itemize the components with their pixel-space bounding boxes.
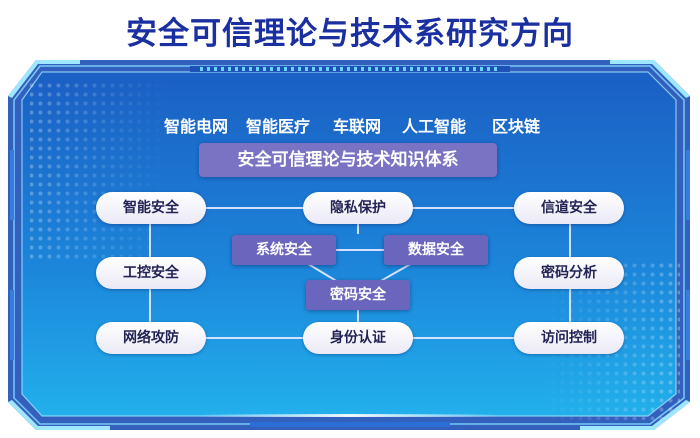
application-areas: 智能电网 智能医疗 车联网 人工智能 区块链 — [150, 113, 550, 137]
node-data-security: 数据安全 — [384, 235, 488, 265]
node-cryptographic-security: 密码安全 — [306, 280, 410, 310]
node-smart-security: 智能安全 — [96, 192, 206, 224]
application-item: 智能电网 — [164, 117, 229, 136]
node-channel-security: 信道安全 — [514, 192, 624, 224]
application-item: 智能医疗 — [246, 117, 311, 136]
node-privacy-protection: 隐私保护 — [303, 192, 413, 224]
application-item: 人工智能 — [402, 117, 467, 136]
node-network-attack-defense: 网络攻防 — [96, 322, 206, 354]
application-item: 区块链 — [492, 117, 541, 136]
application-item: 车联网 — [333, 117, 382, 136]
framework-banner: 安全可信理论与技术知识体系 — [199, 143, 497, 177]
node-access-control: 访问控制 — [514, 322, 624, 354]
node-system-security: 系统安全 — [232, 235, 336, 265]
page-title: 安全可信理论与技术系研究方向 — [126, 16, 574, 52]
node-cryptanalysis: 密码分析 — [514, 257, 624, 289]
node-industrial-control-security: 工控安全 — [96, 257, 206, 289]
node-identity-authentication: 身份认证 — [303, 322, 413, 354]
